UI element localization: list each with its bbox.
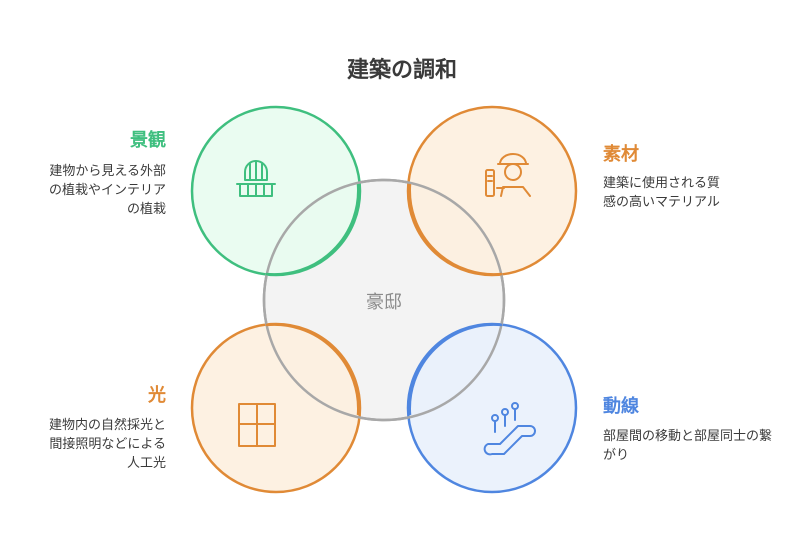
material-arc-overlap (408, 183, 503, 276)
landscape-label: 景観 (130, 130, 166, 151)
landscape-description: 建物から見える外部 の植栽やインテリア の植栽 (48, 164, 166, 217)
light-label: 光 (148, 385, 166, 406)
flow-label: 動線 (603, 396, 639, 417)
center-outline (262, 178, 506, 422)
escalator-icon (483, 402, 536, 456)
landscape-arc-overlap (265, 183, 360, 276)
flow-arc-overlap (408, 323, 503, 416)
light-description: 建物内の自然採光と 間接照明などによる 人工光 (48, 418, 166, 471)
window-icon (238, 403, 276, 447)
flow-description: 部屋間の移動と部屋同士の繋 がり (603, 429, 773, 463)
arch-gate-icon (236, 160, 276, 197)
light-arc-overlap (265, 323, 360, 416)
center-label: 豪邸 (366, 292, 402, 313)
material-label: 素材 (603, 144, 639, 165)
craftsman-icon (485, 153, 531, 197)
material-description: 建築に使用される質 感の高いマテリアル (603, 176, 721, 210)
diagram-title: 建築の調和 (346, 58, 457, 83)
